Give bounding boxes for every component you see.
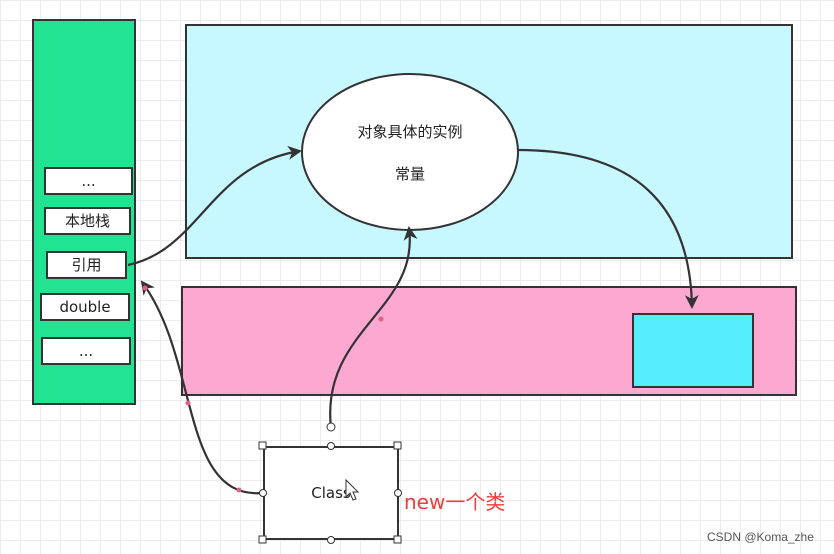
mouse-cursor-icon — [345, 478, 360, 501]
class-box-label: Class — [311, 484, 351, 502]
waypoint-dot — [185, 400, 191, 406]
resize-handle — [258, 441, 267, 450]
new-class-annotation: new一个类 — [404, 490, 506, 514]
stack-slot-ellipsis-top: ... — [44, 167, 133, 195]
watermark: CSDN @Koma_zhe — [707, 530, 814, 544]
class-to-reference-arrow — [140, 280, 264, 495]
stack-slot-ellipsis-bottom: ... — [41, 337, 131, 365]
resize-handle — [393, 535, 402, 544]
stack-slot-native: 本地栈 — [44, 207, 131, 235]
ellipse-text-instance: 对象具体的实例 — [357, 123, 463, 141]
resize-handle — [393, 441, 402, 450]
connection-point — [327, 442, 335, 450]
object-to-method-area-arrow — [517, 148, 699, 309]
ellipse-text-constant: 常量 — [394, 165, 425, 183]
waypoint-dot — [142, 285, 148, 291]
connection-point — [326, 422, 336, 432]
reference-to-object-arrow — [127, 145, 302, 267]
connection-point — [327, 536, 335, 544]
object-instance-ellipse — [301, 73, 519, 231]
connection-point — [259, 489, 267, 497]
stack-slot-reference: 引用 — [46, 251, 127, 279]
resize-handle — [258, 535, 267, 544]
stack-slot-double: double — [40, 293, 130, 321]
method-area-inner-box — [632, 313, 754, 388]
class-to-object-arrow — [329, 226, 418, 429]
connection-point — [394, 489, 402, 497]
waypoint-dot — [236, 487, 242, 493]
waypoint-dot — [378, 316, 384, 322]
